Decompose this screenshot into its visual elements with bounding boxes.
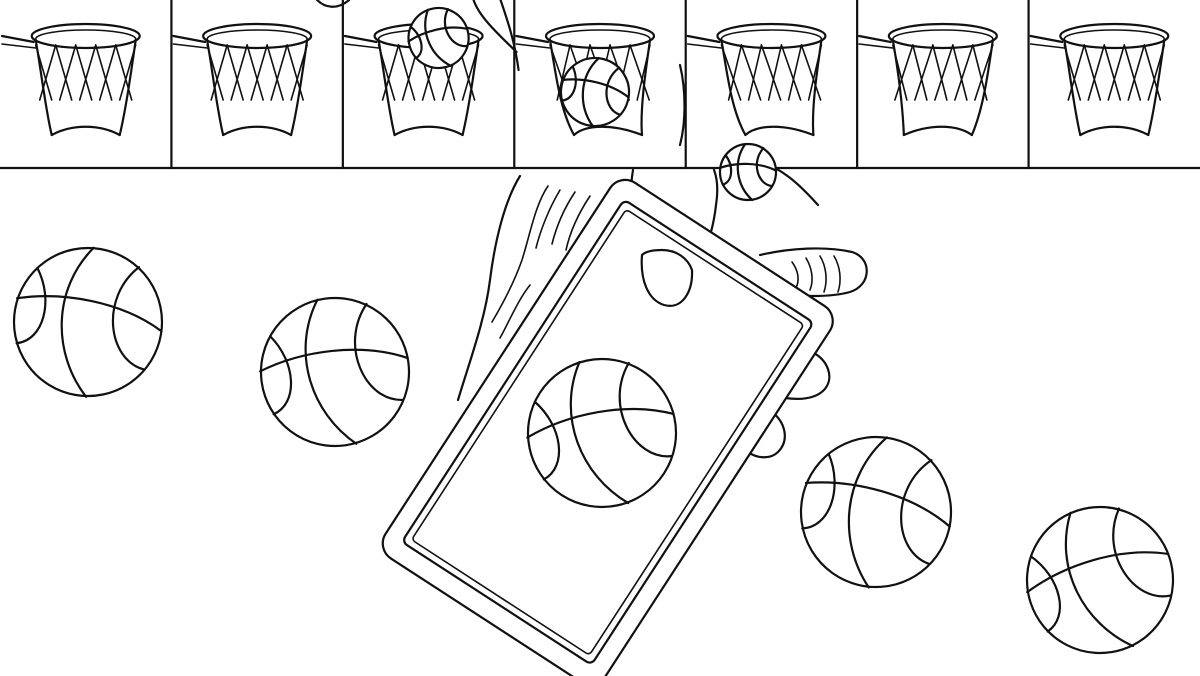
storyboard-panel-4: [513, 0, 686, 170]
storyboard-panel-2: [170, 0, 351, 170]
storyboard-panel-7: [1027, 0, 1170, 170]
storyboard-panels: [0, 0, 1170, 170]
basketball-icon: [718, 142, 778, 202]
basketball-icon: [559, 56, 631, 128]
basketball-hoop-icon: [343, 0, 520, 137]
phone-screen: [403, 200, 813, 664]
hand-holding-phone: [381, 158, 868, 676]
basketball-hoop-icon: [515, 22, 686, 147]
floating-basketballs: [12, 142, 1175, 655]
basketball-icon: [12, 246, 164, 398]
basketball-icon: [1025, 505, 1175, 655]
hoop-storyboard-strip: [0, 0, 1200, 170]
basketball-icon: [407, 6, 470, 70]
basketball-icon: [526, 357, 678, 509]
basketball-hoop-icon: [686, 22, 827, 137]
basketball-hoop-icon: [0, 22, 141, 137]
basketball-hoop-icon: [172, 0, 351, 137]
storyboard-panel-6: [856, 0, 998, 170]
storyboard-panel-5: [684, 0, 827, 170]
basketball-icon: [259, 296, 411, 448]
basketball-hoop-icon: [1029, 22, 1170, 137]
basketball-icon: [526, 357, 678, 509]
storyboard-panel-1: [0, 22, 141, 137]
basketball-hoop-icon: [858, 22, 998, 137]
basketball-icon: [799, 435, 953, 589]
storyboard-panel-3: [341, 0, 520, 170]
